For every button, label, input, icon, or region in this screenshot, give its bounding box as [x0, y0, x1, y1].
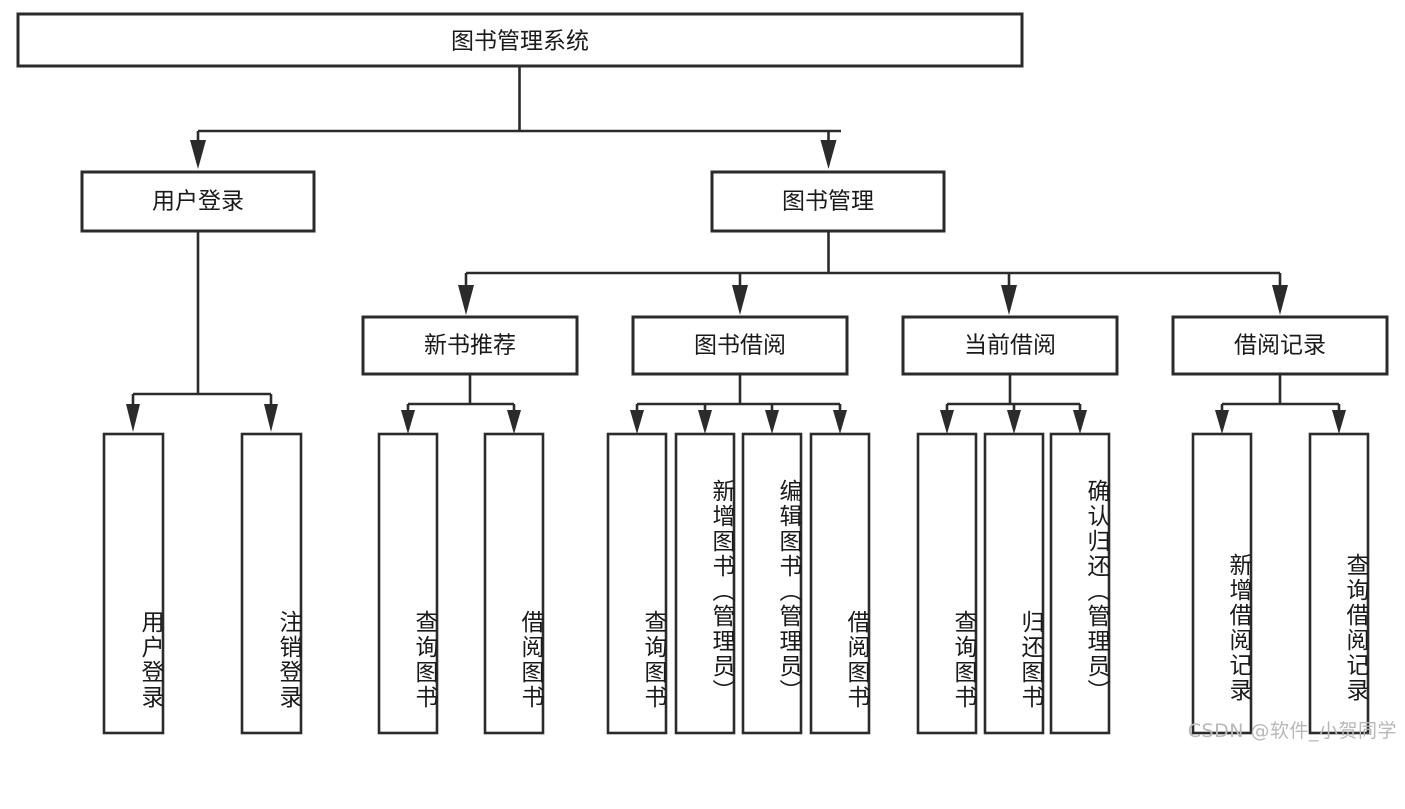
node-leaf-query-book-2-box[interactable] [606, 432, 668, 735]
node-leaf-query-book-1-box[interactable] [377, 432, 439, 735]
arrowhead-leaf-query-book-3 [940, 410, 954, 434]
node-leaf-confirm-return-box[interactable] [1049, 432, 1111, 735]
node-root-label: 图书管理系统 [451, 29, 589, 55]
connectors-layer [126, 66, 1346, 434]
node-leaf-edit-book-box[interactable] [741, 432, 803, 735]
node-leaf-return-book-box[interactable] [983, 432, 1045, 735]
diagram-canvas: 图书管理系统 用户登录 图书管理 新书推荐 图书借阅 当前借阅 借阅记录 [16, 12, 1389, 735]
arrowhead-book-manage [820, 140, 837, 169]
functional-structure-diagram: 图书管理系统 用户登录 图书管理 新书推荐 图书借阅 当前借阅 借阅记录 [16, 12, 1397, 742]
node-borrow-record-box[interactable] [1171, 315, 1389, 376]
node-current-borrow-label: 当前借阅 [964, 333, 1056, 359]
arrowhead-borrow-record [1272, 285, 1288, 315]
arrowhead-leaf-user-login [126, 404, 140, 432]
node-book-manage-label: 图书管理 [782, 189, 874, 215]
node-leaf-logout-login-box[interactable] [240, 432, 303, 735]
arrowhead-leaf-borrow-book-1 [507, 410, 521, 434]
node-new-book-recommend-box[interactable] [361, 315, 579, 376]
node-book-manage-box[interactable] [710, 170, 946, 233]
arrowhead-leaf-borrow-book-2 [833, 410, 847, 434]
arrowhead-current-borrow [1001, 285, 1017, 315]
csdn-watermark: CSDN @软件_小贺同学 [1187, 720, 1397, 742]
node-new-book-recommend-label: 新书推荐 [424, 333, 516, 359]
arrowhead-leaf-query-record [1332, 410, 1346, 434]
node-leaf-user-login-box[interactable] [102, 432, 165, 735]
node-leaf-borrow-book-2-box[interactable] [809, 432, 871, 735]
arrowhead-leaf-query-book-2 [630, 410, 644, 434]
node-book-borrow-label: 图书借阅 [694, 333, 786, 359]
node-leaf-add-book-box[interactable] [674, 432, 736, 735]
arrowhead-leaf-edit-book [765, 410, 779, 434]
arrowhead-user-login [190, 140, 206, 169]
node-borrow-record-label: 借阅记录 [1234, 333, 1326, 359]
arrowhead-book-borrow [732, 285, 748, 315]
node-leaf-query-book-3-box[interactable] [916, 432, 978, 735]
node-user-login-label: 用户登录 [152, 189, 244, 215]
arrowhead-leaf-add-book [698, 410, 712, 434]
node-user-login-box[interactable] [80, 170, 316, 233]
arrowhead-leaf-add-record [1215, 410, 1229, 434]
arrowhead-leaf-confirm-return [1073, 410, 1087, 434]
arrowhead-leaf-logout-login [264, 404, 278, 432]
node-current-borrow-box[interactable] [901, 315, 1119, 376]
node-leaf-query-record-box[interactable] [1308, 432, 1370, 735]
node-leaf-borrow-book-1-box[interactable] [483, 432, 545, 735]
node-leaf-add-record-box[interactable] [1191, 432, 1253, 735]
node-root-box[interactable] [16, 12, 1024, 68]
arrowhead-leaf-return-book [1007, 410, 1021, 434]
node-book-borrow-box[interactable] [631, 315, 849, 376]
arrowhead-new-book-recommend [458, 285, 474, 315]
nodes-layer: 图书管理系统 用户登录 图书管理 新书推荐 图书借阅 当前借阅 借阅记录 [16, 12, 1389, 735]
arrowhead-leaf-query-book-1 [401, 410, 415, 434]
